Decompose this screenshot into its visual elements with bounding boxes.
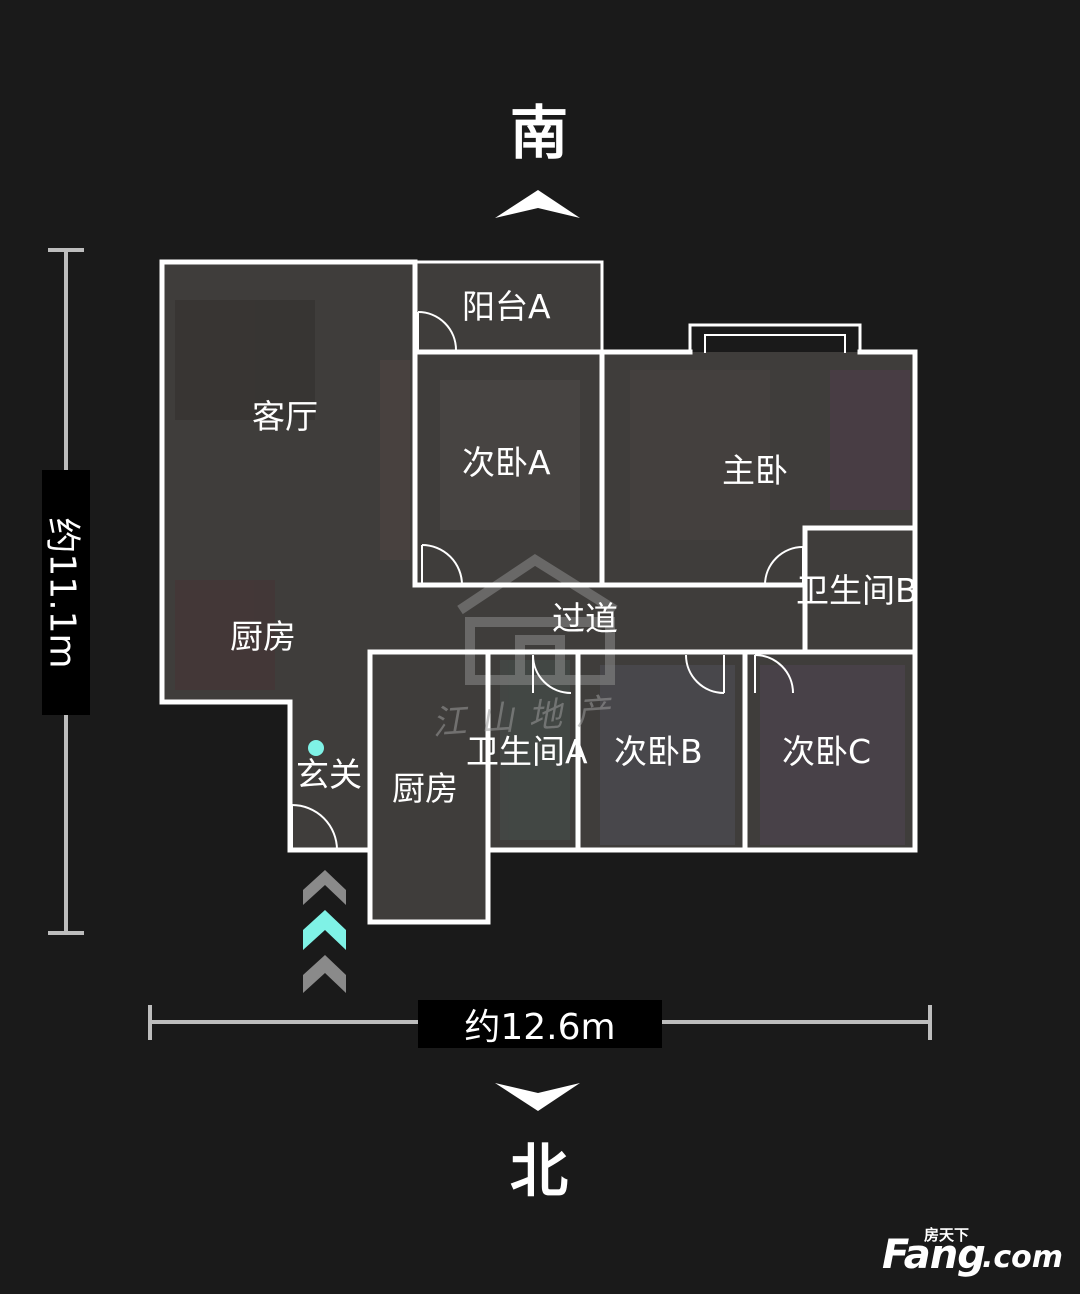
fang-logo-cn: 房天下	[924, 1226, 970, 1244]
fang-logo-main: Fang	[882, 1232, 986, 1278]
room-label-living-room: 客厅	[252, 397, 318, 436]
fang-logo: 房天下 Fang .com	[882, 1222, 1067, 1282]
room-label-master-bedroom: 主卧	[722, 451, 788, 490]
room-label-bedroom-b: 次卧B	[614, 732, 703, 771]
room-label-bathroom-b: 卫生间B	[796, 571, 918, 610]
furniture-texture	[175, 300, 910, 845]
room-label-corridor: 过道	[552, 599, 618, 638]
height-dimension-box: 约11.1m	[42, 470, 90, 715]
room-label-bedroom-c: 次卧C	[782, 732, 872, 771]
compass-south-label: 南	[510, 99, 569, 167]
entrance-marker-icon	[308, 740, 324, 756]
fang-logo-suffix: .com	[982, 1240, 1064, 1275]
height-dimension-label: 约11.1m	[42, 516, 84, 669]
room-label-bathroom-a: 卫生间A	[466, 732, 588, 771]
walls	[159, 259, 918, 925]
north-chevron-icon	[495, 1083, 580, 1111]
door-swings	[291, 311, 804, 851]
room-label-entrance: 玄关	[296, 755, 362, 794]
width-dimension-label: 约12.6m	[464, 1007, 616, 1048]
room-label-bedroom-a: 次卧A	[462, 443, 551, 482]
room-label-balcony-a: 阳台A	[462, 287, 551, 326]
south-chevron-icon	[495, 190, 580, 218]
width-dimension-box: 约12.6m	[418, 1000, 662, 1048]
floor-area	[162, 262, 915, 922]
width-dimension-line	[148, 1005, 932, 1040]
room-label-kitchen-2: 厨房	[392, 769, 458, 808]
entry-arrows-icon	[303, 870, 346, 993]
compass-north-label: 北	[510, 1137, 569, 1205]
height-dimension-line	[48, 248, 84, 935]
room-label-kitchen-1: 厨房	[230, 617, 296, 656]
